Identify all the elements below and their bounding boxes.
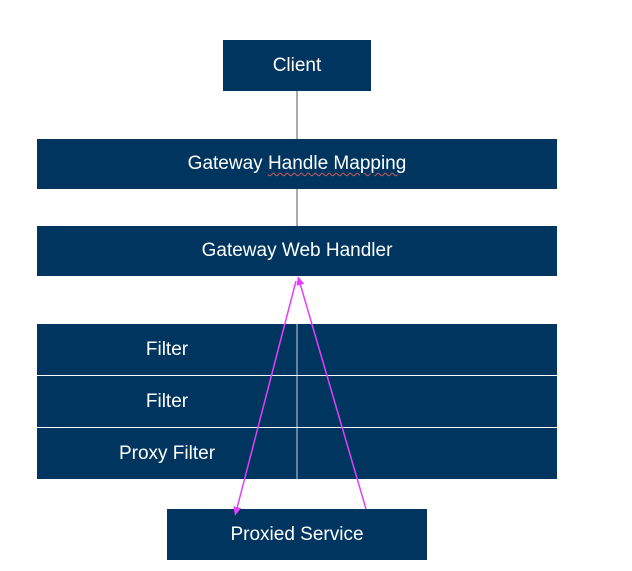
proxied-service-label: Proxied Service <box>230 523 364 545</box>
proxy-filter-row: Proxy Filter <box>37 428 557 479</box>
filter-row: Filter <box>37 376 557 427</box>
mapping-label-prefix: Gateway <box>187 153 268 174</box>
gateway-web-handler-box: Gateway Web Handler <box>37 226 557 276</box>
gateway-handle-mapping-label: Gateway Handle Mapping <box>188 153 407 175</box>
filter-label: Filter <box>145 338 189 360</box>
mapping-label-underlined: Handle Mapping <box>267 153 407 174</box>
gateway-handle-mapping-box: Gateway Handle Mapping <box>37 139 557 189</box>
client-box: Client <box>223 40 371 91</box>
gateway-web-handler-label: Gateway Web Handler <box>201 240 393 261</box>
filter-label: Filter <box>145 390 189 412</box>
proxied-service-box: Proxied Service <box>167 509 427 560</box>
proxy-filter-label: Proxy Filter <box>118 442 216 464</box>
client-label: Client <box>272 54 322 76</box>
filter-row: Filter <box>37 324 557 375</box>
